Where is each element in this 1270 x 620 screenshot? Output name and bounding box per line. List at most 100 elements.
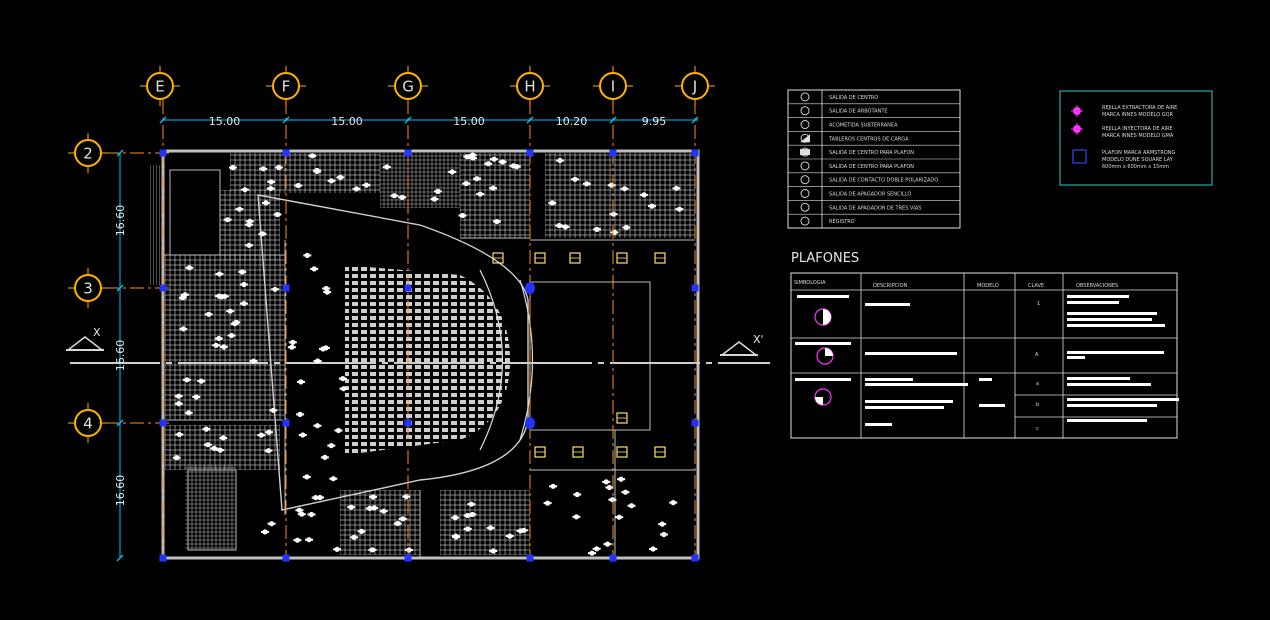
floor-plan xyxy=(70,149,770,560)
column-3 xyxy=(282,554,290,562)
plafones-title: PLAFONES xyxy=(791,251,859,266)
grid-bubble-E-label: E xyxy=(155,78,164,96)
section-mark-left-label: X xyxy=(93,326,101,339)
dimension-horizontal-4: 10.20 xyxy=(556,115,588,128)
column-10 xyxy=(691,149,699,157)
grid-bubble-2-label: 2 xyxy=(83,145,93,163)
plafones-header-clave: CLAVE xyxy=(1028,283,1044,289)
ceiling-panel-icon xyxy=(1072,149,1087,164)
hvac-grilles xyxy=(492,252,666,458)
grid-bubble-F: F xyxy=(266,66,306,106)
plafones-header-simbologia: SIMBOLOGIA xyxy=(794,280,826,286)
column-2 xyxy=(282,149,290,157)
hvac-item-1-line-2: MARCA INNES MODELO GQR xyxy=(1102,112,1174,118)
grid-bubble-J: J xyxy=(675,66,715,106)
dimension-horizontal-3: 15.00 xyxy=(453,115,485,128)
legend-label-8: SALIDA DE APAGADOR SENCILLO xyxy=(829,192,911,198)
column-0 xyxy=(159,149,167,157)
stair-left-top xyxy=(148,165,164,285)
column-15 xyxy=(282,419,290,427)
hvac-item-2-line-1: REJILLA INYECTORA DE AIRE xyxy=(1102,126,1173,132)
switch3-symbol-icon xyxy=(800,202,810,212)
grid-bubble-E: E xyxy=(140,66,180,106)
legend-label-4: TABLEROS CENTROS DE CARGA xyxy=(828,136,909,142)
hatched-circle-symbol-icon xyxy=(800,175,810,185)
arrow-line-symbol-icon xyxy=(800,120,810,129)
section-mark-right: X' xyxy=(719,333,764,356)
grid-bubble-3-label: 3 xyxy=(83,280,93,298)
grid-bubble-3: 3 xyxy=(68,268,108,308)
panel-symbol-icon xyxy=(800,133,810,143)
plafones-frame xyxy=(790,272,1178,439)
tile-zone-top-left xyxy=(230,153,380,193)
switch-symbol-icon xyxy=(800,189,810,198)
column-14 xyxy=(159,419,167,427)
plafon-symbol-2-icon xyxy=(816,347,834,365)
column-12 xyxy=(159,284,167,292)
column-16 xyxy=(404,284,412,292)
dimension-horizontal-5: 9.95 xyxy=(642,115,667,128)
plafones-header-observaciones: OBSERVACIONES xyxy=(1076,283,1118,289)
auditorium-seats xyxy=(345,265,510,455)
column-7 xyxy=(526,554,534,562)
legend-label-3: ACOMETIDA SUBTERRANEA xyxy=(829,123,898,129)
grid-bubble-H: H xyxy=(510,66,550,106)
plafon-symbol-1-icon xyxy=(814,308,832,326)
tile-zone-top-far xyxy=(545,153,695,238)
section-mark-right-label: X' xyxy=(753,333,764,346)
dimension-vertical-2: 16.60 xyxy=(114,340,127,372)
column-9 xyxy=(609,554,617,562)
column-13 xyxy=(282,284,290,292)
column-5 xyxy=(404,554,412,562)
stage-arc xyxy=(519,279,534,441)
column-4 xyxy=(404,149,412,157)
plafones-key-b: b xyxy=(1036,402,1039,408)
hvac-item-3-line-3: 600mm x 600mm x 15mm xyxy=(1102,164,1169,170)
half-square-symbol-icon xyxy=(800,147,810,157)
grid-bubble-F-label: F xyxy=(282,78,291,96)
plafones-header-descripcion: DESCRIPCION xyxy=(873,283,908,289)
hvac-item-1-line-1: REJILLA EXTRACTORA DE AIRE xyxy=(1102,105,1177,111)
plafones-key-a-upper: A xyxy=(1035,352,1039,358)
tile-zone-bottom-right xyxy=(440,490,530,555)
extractor-grille-icon xyxy=(1071,105,1083,117)
grid-bubble-I: I xyxy=(593,66,633,106)
circle-symbol-icon xyxy=(800,92,810,102)
stair-lower xyxy=(187,469,237,551)
grid-bubbles: E F G H I J 2 3 4 xyxy=(68,66,715,443)
column-1 xyxy=(159,554,167,562)
plafones-key-c: c xyxy=(1036,426,1039,432)
section-mark-left: X xyxy=(65,326,105,351)
symbols-legend: SALIDA DE CENTRO SALIDA DE ARBOTANTE ACOME… xyxy=(787,89,961,229)
column-8 xyxy=(609,149,617,157)
grid-bubble-4: 4 xyxy=(68,403,108,443)
legend-label-1: SALIDA DE CENTRO xyxy=(829,95,878,101)
plafones-table: PLAFONES SIMBOLOGIA DESCRIPCION MODELO C… xyxy=(790,251,1179,439)
stair-upper xyxy=(169,169,221,256)
square-x-symbol-icon xyxy=(800,216,810,226)
plafon-symbol-3-icon xyxy=(814,388,832,406)
column-21 xyxy=(525,417,535,429)
hvac-item-3-line-1: PLAFON MARCA ARMSTRONG xyxy=(1102,150,1176,156)
grid-bubble-G-label: G xyxy=(402,78,414,96)
structural-columns xyxy=(159,149,699,562)
grid-bubble-I-label: I xyxy=(611,78,615,96)
legend-label-5: SALIDA DE CENTRO PARA PLAFON xyxy=(829,150,914,156)
legend-label-7: SALIDA DE CONTACTO DOBLE POLARIZADO xyxy=(829,178,938,184)
legend-label-2: SALIDA DE ARBOTANTE xyxy=(829,109,888,115)
stage-area xyxy=(529,281,651,431)
column-18 xyxy=(691,284,699,292)
column-6 xyxy=(526,149,534,157)
light-fixtures xyxy=(172,152,684,556)
tile-zone-left-small xyxy=(185,465,235,550)
grid-bubble-H-label: H xyxy=(524,78,535,96)
dimension-horizontal-2: 15.00 xyxy=(331,115,363,128)
hvac-item-2-line-2: MARCA INNES MODELO GMA xyxy=(1102,133,1174,139)
legend-label-10: REGISTRO xyxy=(829,219,855,225)
injector-grille-icon xyxy=(1071,123,1083,135)
hvac-legend: REJILLA EXTRACTORA DE AIRE MARCA INNES M… xyxy=(1059,90,1213,186)
circle-cross-symbol-icon xyxy=(800,106,810,116)
auditorium-aisle-arc xyxy=(479,269,504,451)
grid-lines xyxy=(105,100,696,560)
